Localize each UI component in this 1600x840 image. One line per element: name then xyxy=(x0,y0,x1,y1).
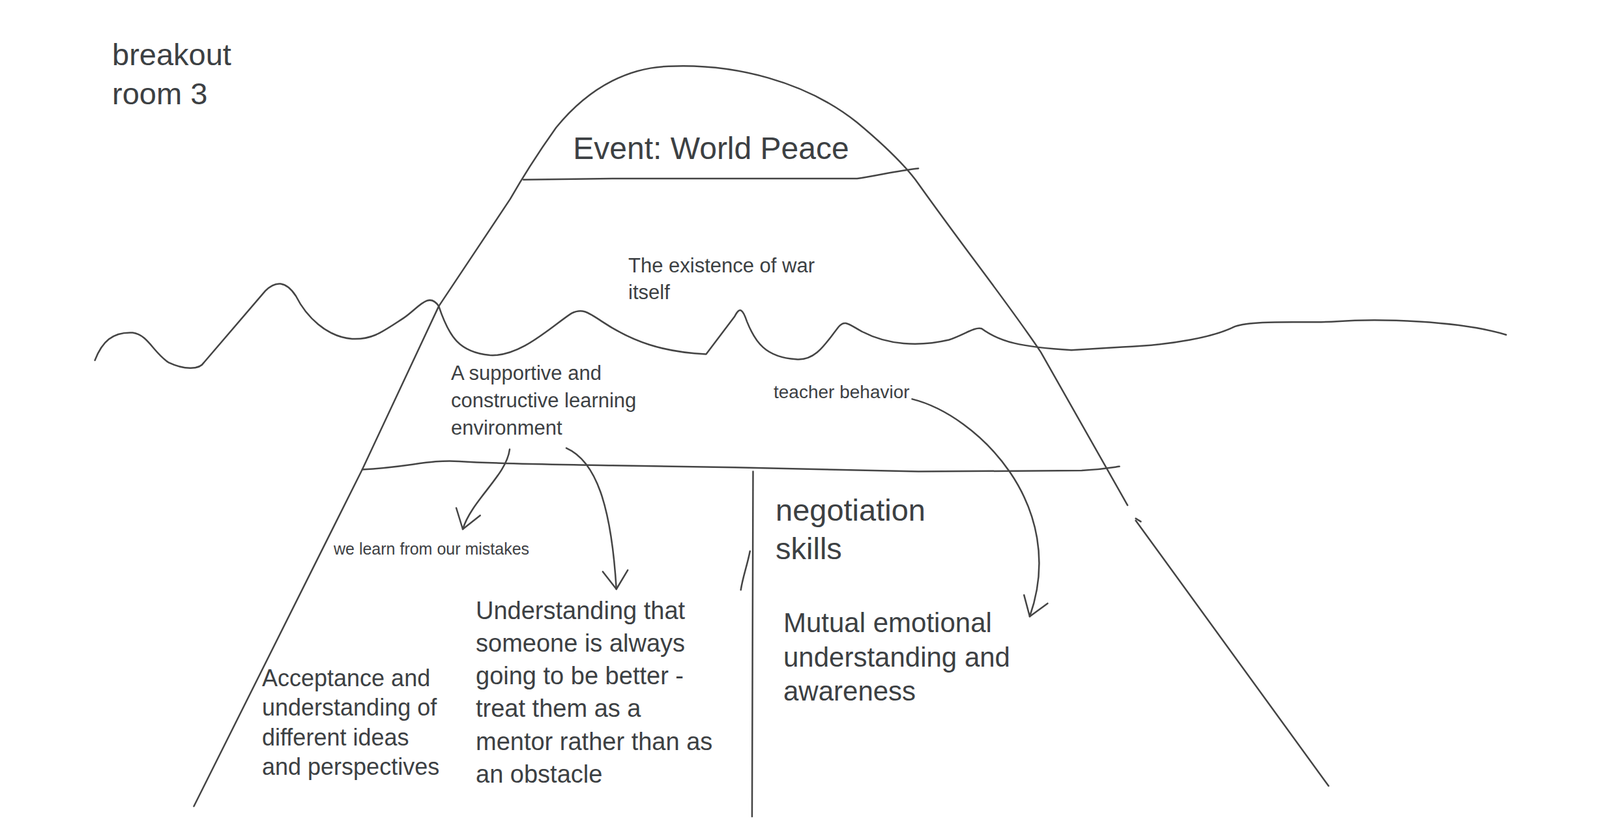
iceberg-text-node: teacher behavior xyxy=(773,380,910,405)
connector-line xyxy=(566,448,617,590)
node-text: The existence of war itself xyxy=(628,252,831,307)
board-title: breakout room 3 xyxy=(112,35,269,114)
arrow-connector xyxy=(456,449,510,530)
node-text: Event: World Peace xyxy=(554,129,868,169)
arrow-connector xyxy=(912,398,1048,617)
node-text: teacher behavior xyxy=(773,380,910,405)
connector-line xyxy=(912,398,1040,617)
iceberg-text-node: Event: World Peace xyxy=(554,129,868,169)
arrow-head xyxy=(1029,603,1048,617)
node-text: we learn from our mistakes xyxy=(333,538,530,560)
iceberg-tick xyxy=(1135,518,1142,523)
iceberg-text-node: The existence of war itself xyxy=(628,252,831,307)
water-surface xyxy=(95,283,1507,368)
node-text: Acceptance and understanding of differen… xyxy=(261,663,448,782)
iceberg-text-node: negotiation skills xyxy=(775,491,959,569)
iceberg-text-node: Understanding that someone is always goi… xyxy=(475,594,719,791)
iceberg-text-node: we learn from our mistakes xyxy=(333,538,530,560)
arrow-connector xyxy=(566,448,628,590)
iceberg-text-node: Mutual emotional understanding and aware… xyxy=(783,606,1019,710)
arrow-head xyxy=(1023,595,1030,617)
arrow-head xyxy=(602,571,617,590)
node-text: negotiation skills xyxy=(775,491,959,569)
iceberg-text-node: A supportive and constructive learning e… xyxy=(450,359,647,442)
arrow-head xyxy=(456,508,463,530)
node-text: A supportive and constructive learning e… xyxy=(450,359,647,442)
node-text: Mutual emotional understanding and aware… xyxy=(783,606,1019,710)
node-text: Understanding that someone is always goi… xyxy=(475,594,719,791)
event-divider-line xyxy=(523,168,919,180)
arrow-head xyxy=(616,570,628,590)
iceberg-outline xyxy=(193,65,1128,807)
iceberg-outline-lower xyxy=(1135,520,1329,786)
iceberg-text-node: Acceptance and understanding of differen… xyxy=(261,663,448,782)
column-divider-line xyxy=(752,471,754,817)
pen-stroke xyxy=(741,551,751,591)
arrow-head xyxy=(462,515,481,530)
connector-line xyxy=(462,449,510,530)
